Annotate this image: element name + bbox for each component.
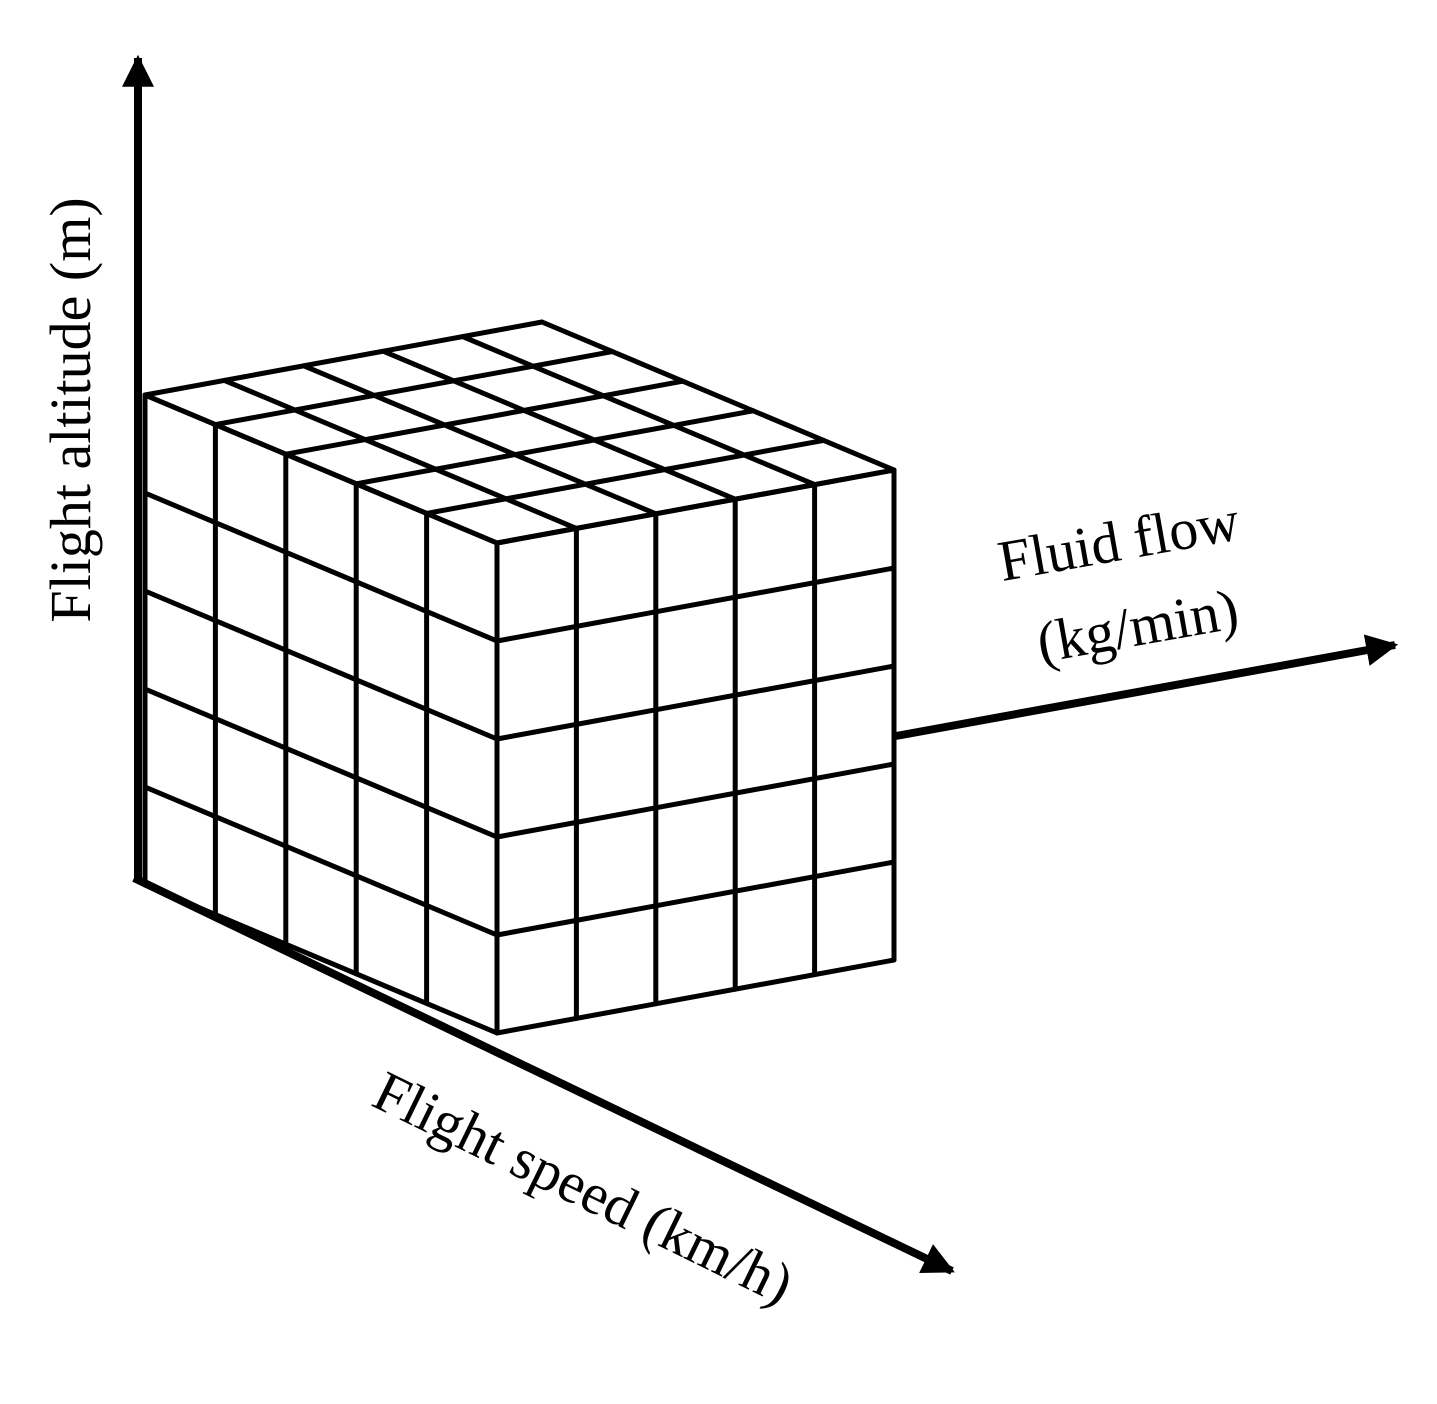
front-face-gridline (494, 565, 897, 644)
altitude-axis-label: Flight altitude (m) (38, 197, 103, 622)
front-face-gridline (494, 859, 897, 938)
top-face-gridline (380, 348, 738, 502)
top-face-gridline (283, 378, 686, 457)
top-face-gridline (539, 319, 897, 473)
left-face-gridline (142, 490, 500, 644)
top-face-gridline (301, 363, 659, 517)
left-face-gridline (142, 784, 500, 938)
left-face-gridline (142, 588, 500, 742)
top-face-gridline (142, 319, 545, 398)
left-face-gridline (142, 392, 500, 546)
grid-cube (142, 319, 897, 1036)
top-face-gridline (212, 349, 615, 428)
speed-axis (132, 874, 955, 1275)
top-face-gridline (460, 334, 818, 488)
front-face-gridline (494, 761, 897, 840)
top-face-gridline (494, 467, 897, 546)
top-face-gridline (424, 437, 827, 516)
front-face-gridline (494, 957, 897, 1036)
top-face-gridline (353, 408, 756, 487)
left-face-gridline (142, 686, 500, 840)
top-face-gridline (221, 377, 579, 531)
flow-axis-label-line2: (kg/min) (1032, 576, 1243, 675)
flow-axis-label-line1: Fluid flow (993, 488, 1244, 594)
front-face-gridline (494, 663, 897, 742)
flow-axis (895, 634, 1399, 740)
left-face-gridline (142, 882, 500, 1036)
